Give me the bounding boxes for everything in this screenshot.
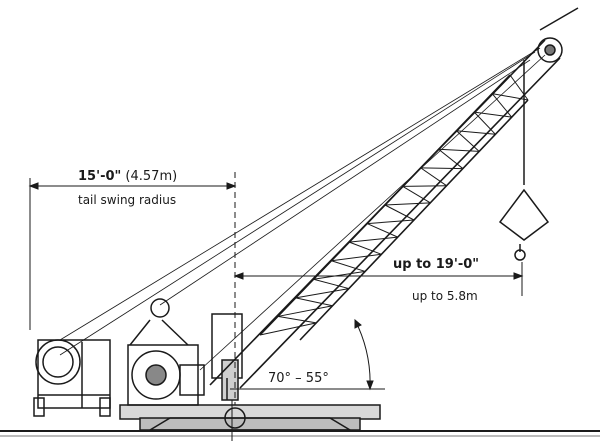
lattice-brace [384, 204, 415, 221]
lattice-brace [313, 270, 366, 280]
lattice-brace [331, 260, 366, 272]
lattice-brace [295, 288, 349, 299]
lattice-brace [438, 148, 480, 152]
lattice-brace [331, 253, 382, 262]
lattice-brace [277, 315, 317, 324]
lattice-boom [209, 39, 561, 389]
reach-metric: up to 5.8m [412, 289, 478, 303]
lattice-brace [349, 236, 398, 243]
lattice-brace [509, 74, 529, 101]
lattice-brace [295, 297, 333, 307]
pendant-lines [59, 47, 546, 371]
boom-tip [523, 7, 579, 185]
lattice-brace [366, 223, 398, 238]
tail-swing-caption: tail swing radius [78, 193, 176, 207]
lattice-brace [313, 278, 349, 290]
lattice-brace [367, 219, 415, 225]
tail-swing-dimension [28, 172, 237, 405]
lattice-brace [349, 241, 382, 255]
reach-feet: up to 19'-0" [393, 257, 479, 272]
tail-swing-feet: 15'-0" [78, 169, 121, 184]
lattice-brace [492, 93, 529, 101]
lattice-brace [474, 111, 512, 118]
lattice-brace [456, 130, 496, 135]
boom-angle-label: 70° – 55° [268, 371, 329, 386]
counterweight [33, 339, 111, 417]
lattice-brace [402, 185, 447, 187]
reach-dimension [233, 262, 524, 296]
lattice-brace [259, 322, 317, 336]
crawler-base [119, 400, 381, 441]
hook-block [498, 188, 550, 261]
lattice-brace [420, 167, 447, 187]
mast [211, 313, 243, 401]
lattice-brace [473, 111, 496, 135]
lattice-brace [402, 185, 431, 204]
tail-swing-label: 15'-0" (4.57m) [78, 169, 177, 184]
lattice-brace [277, 305, 333, 317]
lattice-brace [420, 167, 463, 170]
lattice-brace [384, 202, 431, 206]
lattice-brace [438, 148, 464, 169]
angle-indicator [230, 318, 385, 391]
lattice-brace [456, 130, 480, 152]
lattice-brace [491, 93, 513, 118]
hoist-unit [127, 298, 205, 406]
tail-swing-metric: (4.57m) [121, 169, 177, 184]
